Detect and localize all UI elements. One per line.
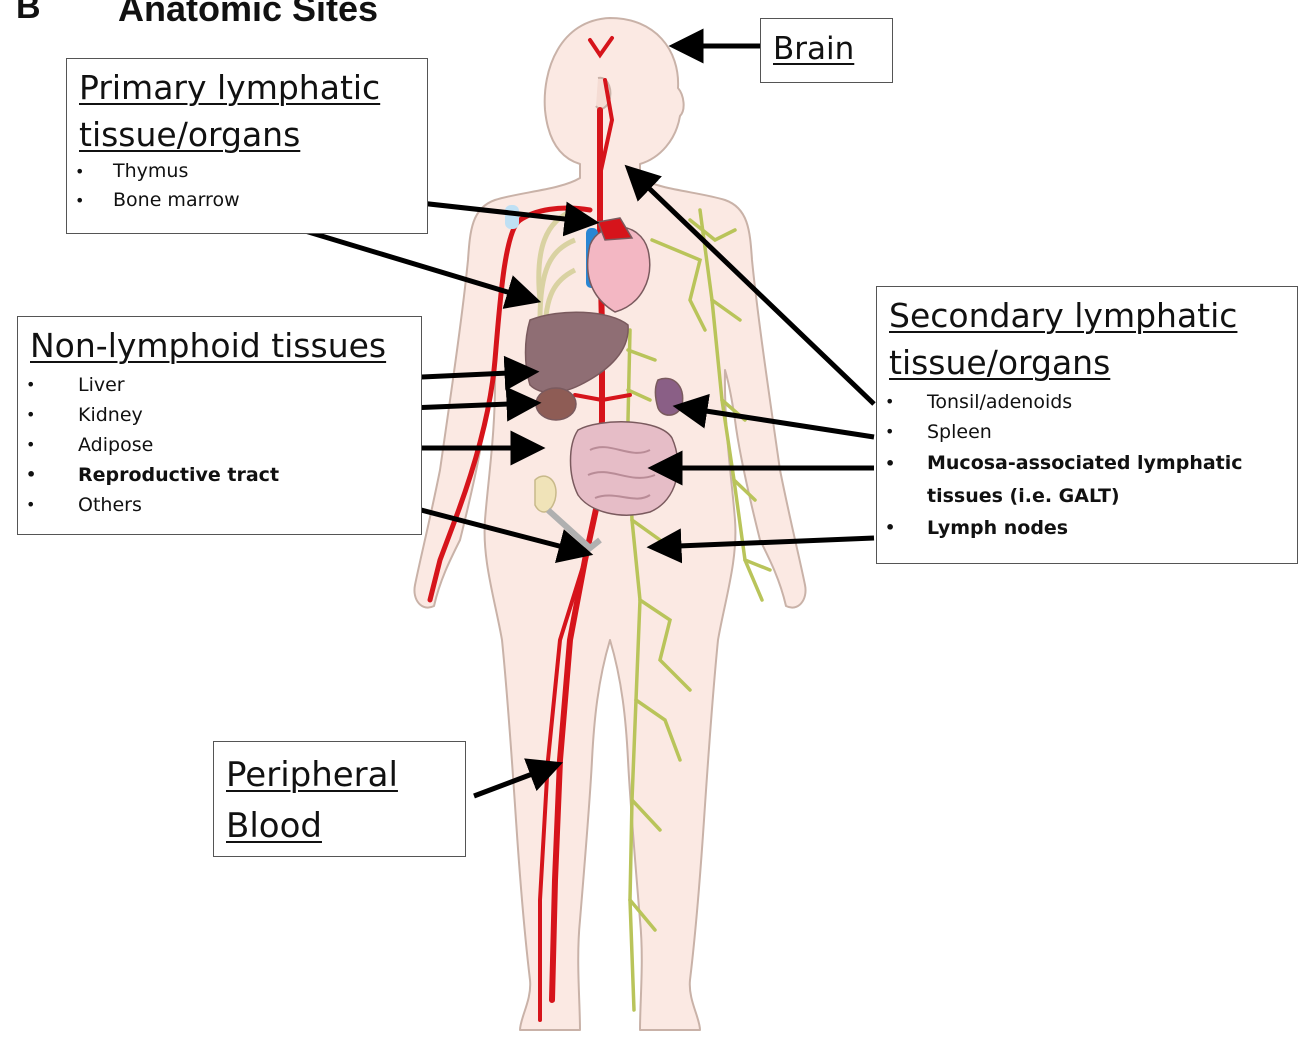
blood-heading-line2: Blood xyxy=(226,806,322,846)
list-item-lymph-nodes: Lymph nodes xyxy=(877,513,1297,543)
blood-heading: Peripheral Blood xyxy=(214,742,465,852)
list-item-reproductive-tract: Reproductive tract xyxy=(18,460,421,490)
list-item-thymus: Thymus xyxy=(67,157,427,186)
primary-heading-line2: tissue/organs xyxy=(79,115,300,154)
nonlymphoid-heading: Non-lymphoid tissues xyxy=(18,317,421,370)
primary-list: Thymus Bone marrow xyxy=(67,157,427,215)
list-item-tonsil: Tonsil/adenoids xyxy=(877,387,1297,417)
primary-lymphatic-box: Primary lymphatic tissue/organs Thymus B… xyxy=(66,58,428,234)
secondary-heading-line2: tissue/organs xyxy=(889,343,1110,382)
blood-heading-line1: Peripheral xyxy=(226,755,398,795)
secondary-lymphatic-box: Secondary lymphatic tissue/organs Tonsil… xyxy=(876,286,1298,564)
list-item-adipose: Adipose xyxy=(18,430,421,460)
secondary-heading: Secondary lymphatic tissue/organs xyxy=(877,287,1297,387)
kidney xyxy=(536,388,576,420)
list-item-spleen: Spleen xyxy=(877,417,1297,447)
list-item-kidney: Kidney xyxy=(18,400,421,430)
list-item-galt: Mucosa-associated lymphatic tissues (i.e… xyxy=(877,447,1297,513)
list-item-liver: Liver xyxy=(18,370,421,400)
nonlymphoid-list: Liver Kidney Adipose Reproductive tract … xyxy=(18,370,421,520)
non-lymphoid-box: Non-lymphoid tissues Liver Kidney Adipos… xyxy=(17,316,422,535)
secondary-list: Tonsil/adenoids Spleen Mucosa-associated… xyxy=(877,387,1297,543)
brain-heading: Brain xyxy=(761,19,892,69)
list-item-bone-marrow: Bone marrow xyxy=(67,186,427,215)
primary-heading: Primary lymphatic tissue/organs xyxy=(67,59,427,159)
list-item-others: Others xyxy=(18,490,421,520)
primary-heading-line1: Primary lymphatic xyxy=(79,68,380,107)
hip-bone xyxy=(535,476,556,512)
peripheral-blood-box: Peripheral Blood xyxy=(213,741,466,857)
spleen xyxy=(655,378,682,415)
secondary-heading-line1: Secondary lymphatic xyxy=(889,296,1237,335)
brain-label-box: Brain xyxy=(760,18,893,83)
